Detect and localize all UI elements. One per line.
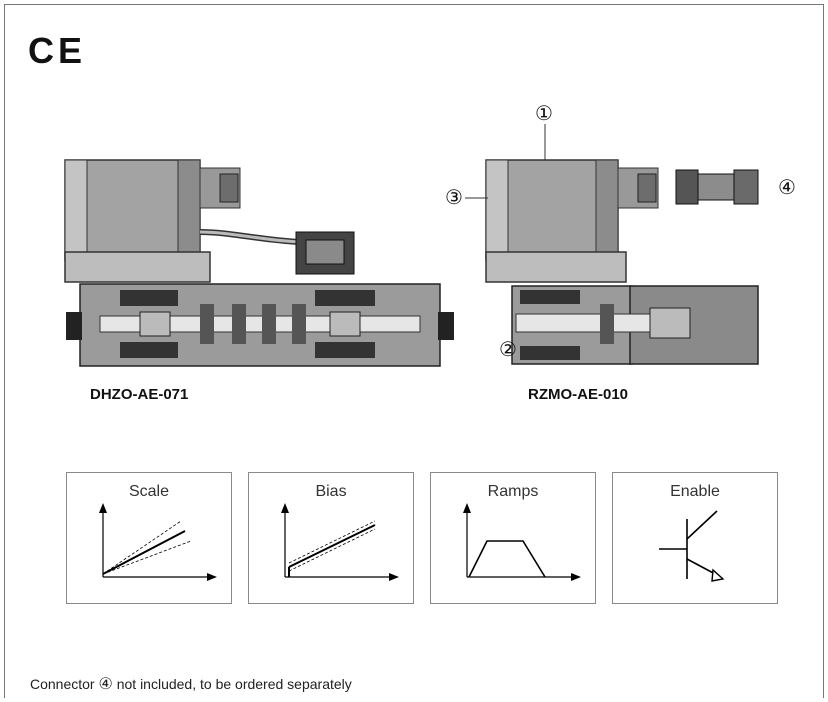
rzmo-valve-drawing: [485, 159, 759, 365]
function-title: Bias: [315, 483, 347, 500]
model-label-rzmo: RZMO-AE-010: [528, 386, 629, 403]
model-label-dhzo: DHZO-AE-071: [90, 386, 189, 403]
enable-transistor-icon: [659, 510, 725, 582]
callout-4: ④: [778, 177, 796, 199]
bias-diagram-icon: [281, 503, 399, 581]
footer-note: Connector ④ not included, to be ordered …: [30, 674, 352, 694]
function-box-enable: Enable: [612, 472, 778, 604]
footer-text-before: Connector: [30, 676, 99, 692]
function-box-scale: Scale: [66, 472, 232, 604]
function-box-bias: Bias: [248, 472, 414, 604]
function-title: Scale: [128, 483, 170, 500]
callout-1: ①: [535, 103, 553, 125]
callout-3: ③: [445, 187, 463, 209]
scale-diagram-icon: [99, 503, 217, 581]
function-title: Ramps: [487, 483, 539, 500]
footer-callout-number: ④: [98, 676, 113, 693]
page-frame: [4, 4, 824, 698]
function-box-ramps: Ramps: [430, 472, 596, 604]
ramps-diagram-icon: [463, 503, 581, 581]
callout-2: ②: [499, 339, 517, 361]
function-title: Enable: [670, 483, 720, 500]
footer-text-after: not included, to be ordered separately: [112, 676, 352, 692]
dhzo-valve-drawing: [64, 159, 454, 367]
ce-mark: CE: [28, 30, 87, 71]
